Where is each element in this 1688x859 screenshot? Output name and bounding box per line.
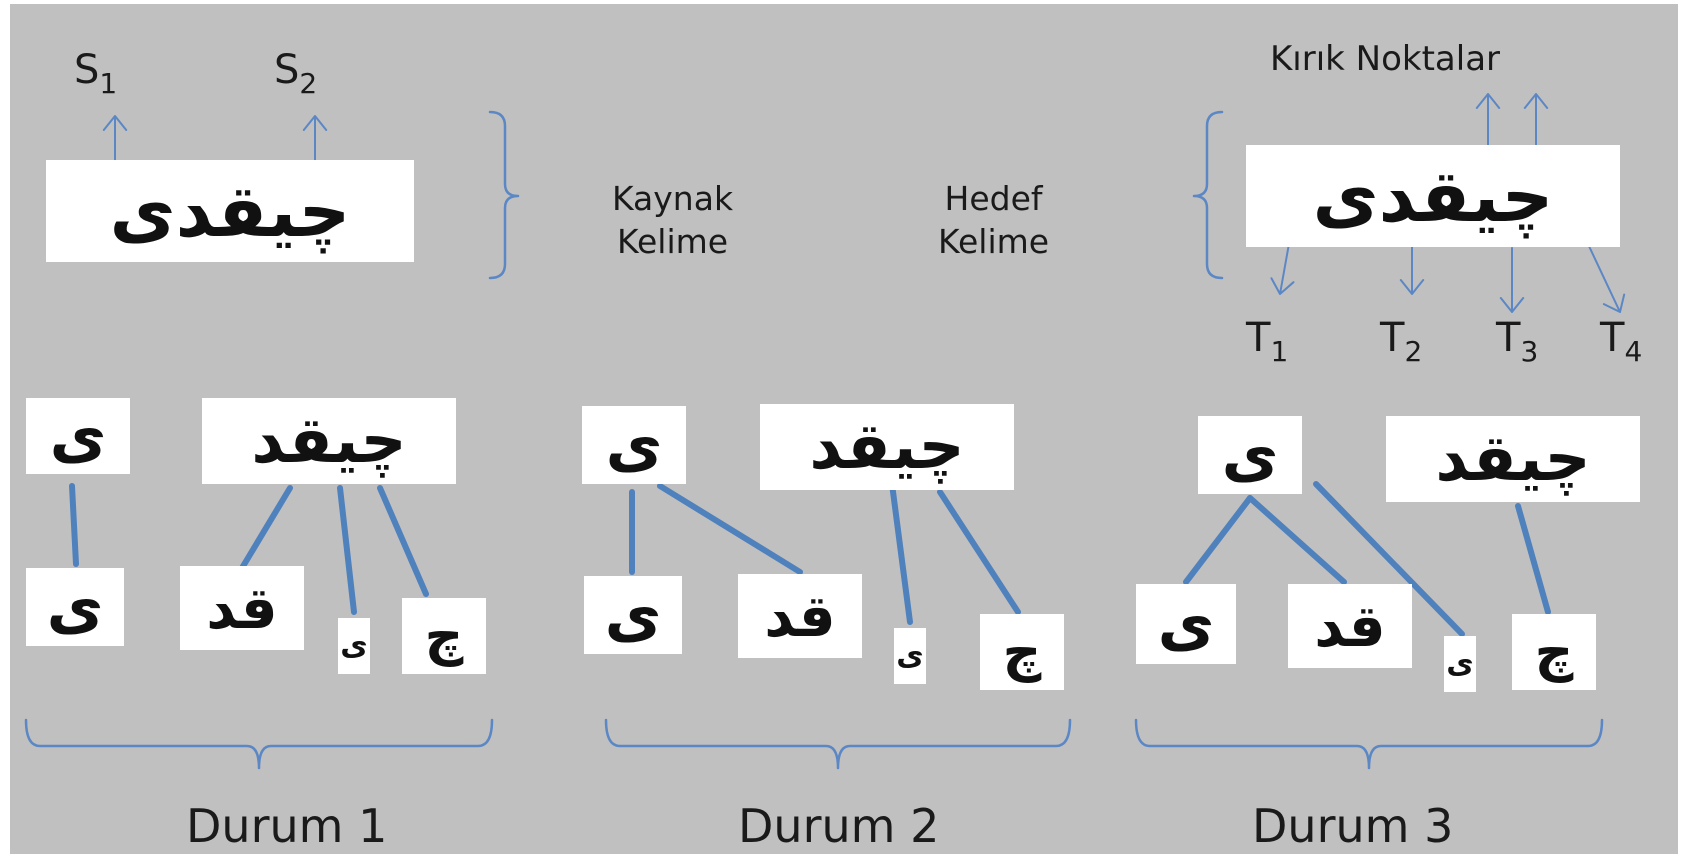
case2-source-part-1: ی (582, 406, 686, 484)
arrow-to-t1 (1270, 237, 1295, 295)
target-word-label-line2: Kelime (938, 221, 1050, 261)
target-symbol-t3: T3 (1496, 315, 1539, 368)
case3-link-1 (1183, 495, 1253, 585)
case2-target-part-3: ی (894, 628, 926, 684)
case1-link-3 (337, 485, 357, 615)
case3-target-part-4: چ (1512, 614, 1596, 690)
case2-link-4 (937, 489, 1021, 615)
target-word-box: چیقدی (1246, 145, 1620, 247)
source-word-label-line1: Kaynak (612, 179, 734, 218)
case1-link-4 (377, 485, 429, 597)
case1-target-part-2: قد (180, 566, 304, 650)
case1-target-part-3: ی (338, 618, 370, 674)
case3-link-2 (1247, 495, 1347, 585)
target-symbol-t1: T1 (1246, 315, 1289, 368)
case1-source-part-1: ی (26, 398, 130, 474)
arrow-to-t3 (1499, 247, 1525, 313)
arrow-to-t4 (1587, 243, 1626, 313)
case2-label: Durum 2 (738, 799, 940, 853)
source-word-label-line2: Kelime (616, 221, 729, 261)
source-symbol-s2: S2 (274, 47, 318, 100)
case3-link-4 (1515, 503, 1551, 615)
target-word-label: Hedef Kelime (938, 178, 1049, 264)
case2-target-part-2: قد (738, 574, 862, 658)
case3-target-part-3: ی (1444, 636, 1476, 692)
case1-target-part-4: چ (402, 598, 486, 674)
source-bracket (488, 110, 520, 280)
case1-source-part-2: چیقد (202, 398, 456, 484)
case3-source-part-2: چیقد (1386, 416, 1640, 502)
arrow-to-s1 (102, 115, 128, 163)
case1-link-1 (69, 483, 79, 567)
case2-target-part-1: ی (584, 576, 682, 654)
case1-target-part-1: ی (26, 568, 124, 646)
case1-bracket (24, 718, 494, 770)
source-symbol-s1: S1 (74, 47, 118, 100)
case3-target-part-1: ی (1136, 584, 1236, 664)
case1-label: Durum 1 (186, 799, 388, 853)
case3-source-part-1: ی (1198, 416, 1302, 494)
breakpoints-label: Kırık Noktalar (1270, 39, 1501, 79)
source-word-box: چیقدی (46, 160, 414, 262)
target-word-label-line1: Hedef (944, 179, 1043, 218)
case3-label: Durum 3 (1252, 799, 1454, 853)
case2-target-part-4: چ (980, 614, 1064, 690)
target-word: چیقدی (1312, 154, 1554, 238)
target-symbol-t2: T2 (1380, 315, 1423, 368)
case2-link-3 (889, 481, 913, 625)
case2-bracket (604, 718, 1072, 770)
target-bracket (1192, 110, 1224, 280)
source-word-label: Kaynak Kelime (612, 178, 733, 264)
case3-target-part-2: قد (1288, 584, 1412, 668)
target-symbol-t4: T4 (1600, 315, 1643, 368)
source-word: چیقدی (109, 169, 351, 253)
case2-source-part-2: چیقد (760, 404, 1014, 490)
case3-link-3 (1313, 481, 1465, 637)
case1-link-2 (239, 485, 293, 571)
case3-bracket (1134, 718, 1604, 770)
case2-link-2 (657, 483, 803, 575)
